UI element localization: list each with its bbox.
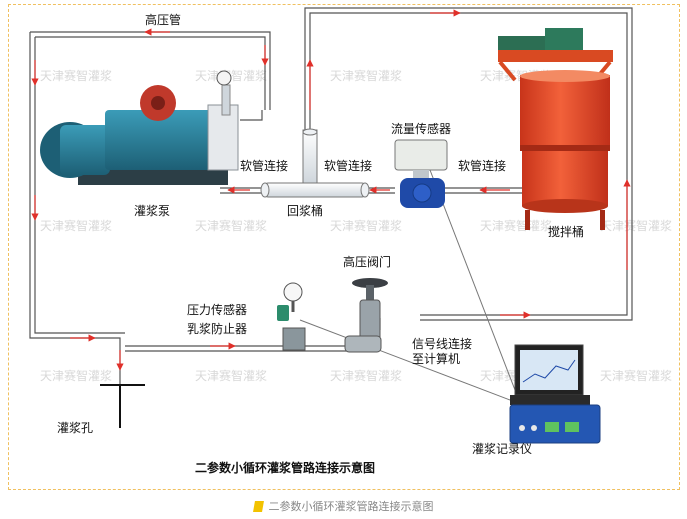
label-signal-line-1: 信号线连接 <box>412 336 472 351</box>
pump-pressure-gauge <box>216 70 232 86</box>
grout-hole <box>100 384 145 428</box>
label-grout-pump: 灌浆泵 <box>134 203 170 218</box>
labels: 高压管 软管连接 软管连接 软管连接 流量传感器 灌浆泵 回浆桶 搅拌桶 高压阀… <box>57 12 584 475</box>
recorder-terminal <box>545 422 559 432</box>
mixer-bottom <box>522 199 608 213</box>
mixer-body-upper <box>520 75 610 145</box>
recorder-screen <box>520 350 578 390</box>
return-tank <box>260 128 370 198</box>
mixer-band <box>520 145 610 151</box>
pressure-sensor-body <box>277 305 289 321</box>
signal-line-flow-sensor <box>429 169 516 391</box>
mixer-frame-top <box>498 50 613 62</box>
recorder-screen-graph <box>522 359 576 383</box>
flow-sensor-flange <box>412 183 432 203</box>
return-tank-end <box>260 182 270 198</box>
mixer-rim <box>520 70 610 82</box>
label-high-pressure-valve: 高压阀门 <box>343 254 391 269</box>
pump-outlet-stem <box>221 84 231 116</box>
signal-line-pressure-sensor <box>299 319 511 401</box>
label-mixer: 搅拌桶 <box>548 224 584 239</box>
valve-stem <box>366 285 374 301</box>
watermark: 天津赛智灌浆 <box>40 218 112 233</box>
signal-lines <box>299 169 516 401</box>
label-hose-conn-3: 软管连接 <box>458 158 506 173</box>
label-hose-conn-1: 软管连接 <box>240 158 288 173</box>
pressure-sensor-assembly <box>277 282 306 351</box>
label-slurry-stopper: 乳浆防止器 <box>187 321 247 336</box>
watermark: 天津赛智灌浆 <box>330 68 402 83</box>
valve-body <box>359 299 381 341</box>
pump-body <box>105 110 215 170</box>
label-recorder: 灌浆记录仪 <box>472 441 532 456</box>
recorder-terminal <box>565 422 579 432</box>
flow-arrows <box>31 9 631 371</box>
slurry-stopper-body <box>282 327 306 351</box>
label-grout-hole: 灌浆孔 <box>57 420 93 435</box>
valve-elbow <box>344 335 382 353</box>
flow-sensor-neck <box>413 170 429 180</box>
mixer-leg <box>600 210 605 230</box>
valve-handwheel <box>352 278 388 288</box>
watermark: 天津赛智灌浆 <box>330 218 402 233</box>
watermark: 天津赛智灌浆 <box>600 218 672 233</box>
label-return-tank: 回浆桶 <box>287 203 323 218</box>
recorder-keyboard <box>510 395 590 405</box>
mixer-motor <box>498 36 558 50</box>
return-loop-pipe-inner <box>309 12 628 316</box>
pump-motor-body <box>60 125 110 175</box>
watermark: 天津赛智灌浆 <box>195 218 267 233</box>
high-pressure-valve <box>344 278 388 353</box>
watermark: 天津赛智灌浆 <box>480 218 552 233</box>
recorder-port <box>519 425 525 431</box>
grout-recorder <box>509 344 601 444</box>
flow-sensor <box>394 139 448 208</box>
watermark: 天津赛智灌浆 <box>195 368 267 383</box>
label-flow-sensor: 流量传感器 <box>391 121 451 136</box>
mixer-gearbox <box>545 28 583 50</box>
return-tank-riser <box>302 129 318 184</box>
return-tank-end <box>360 182 370 198</box>
watermark: 天津赛智灌浆 <box>40 368 112 383</box>
label-signal-line-2: 至计算机 <box>412 351 460 366</box>
watermark: 天津赛智灌浆 <box>40 68 112 83</box>
caption-text: 二参数小循环灌浆管路连接示意图 <box>268 500 434 513</box>
return-tank-riser-top <box>302 128 318 136</box>
pump-outlet-pipe <box>240 110 263 121</box>
diagram-title: 二参数小循环灌浆管路连接示意图 <box>195 460 375 475</box>
high-pressure-pipe-inner <box>35 36 266 110</box>
pump-flywheel-hub <box>151 96 165 110</box>
mixer-leg <box>525 210 530 230</box>
return-tank-body <box>264 182 366 198</box>
label-high-pressure-pipe: 高压管 <box>145 12 181 27</box>
caption-pencil-icon <box>252 500 264 512</box>
watermark: 天津赛智灌浆 <box>330 368 402 383</box>
mixer-body-lower <box>522 151 608 206</box>
label-pressure-sensor: 压力传感器 <box>187 302 247 317</box>
grout-pump <box>40 70 239 185</box>
recorder-port <box>531 425 537 431</box>
return-loop-pipe-outer <box>304 7 633 321</box>
pressure-gauge-icon <box>283 282 303 302</box>
left-supply-pipe-inner <box>34 37 125 334</box>
figure-caption: 二参数小循环灌浆管路连接示意图 <box>0 496 687 516</box>
high-pressure-pipe-outer <box>30 31 271 110</box>
left-supply-pipe-outer <box>29 32 121 385</box>
mixer-tank <box>498 28 613 230</box>
label-hose-conn-2: 软管连接 <box>324 158 372 173</box>
flow-sensor-head <box>394 139 448 171</box>
watermark: 天津赛智灌浆 <box>600 368 672 383</box>
